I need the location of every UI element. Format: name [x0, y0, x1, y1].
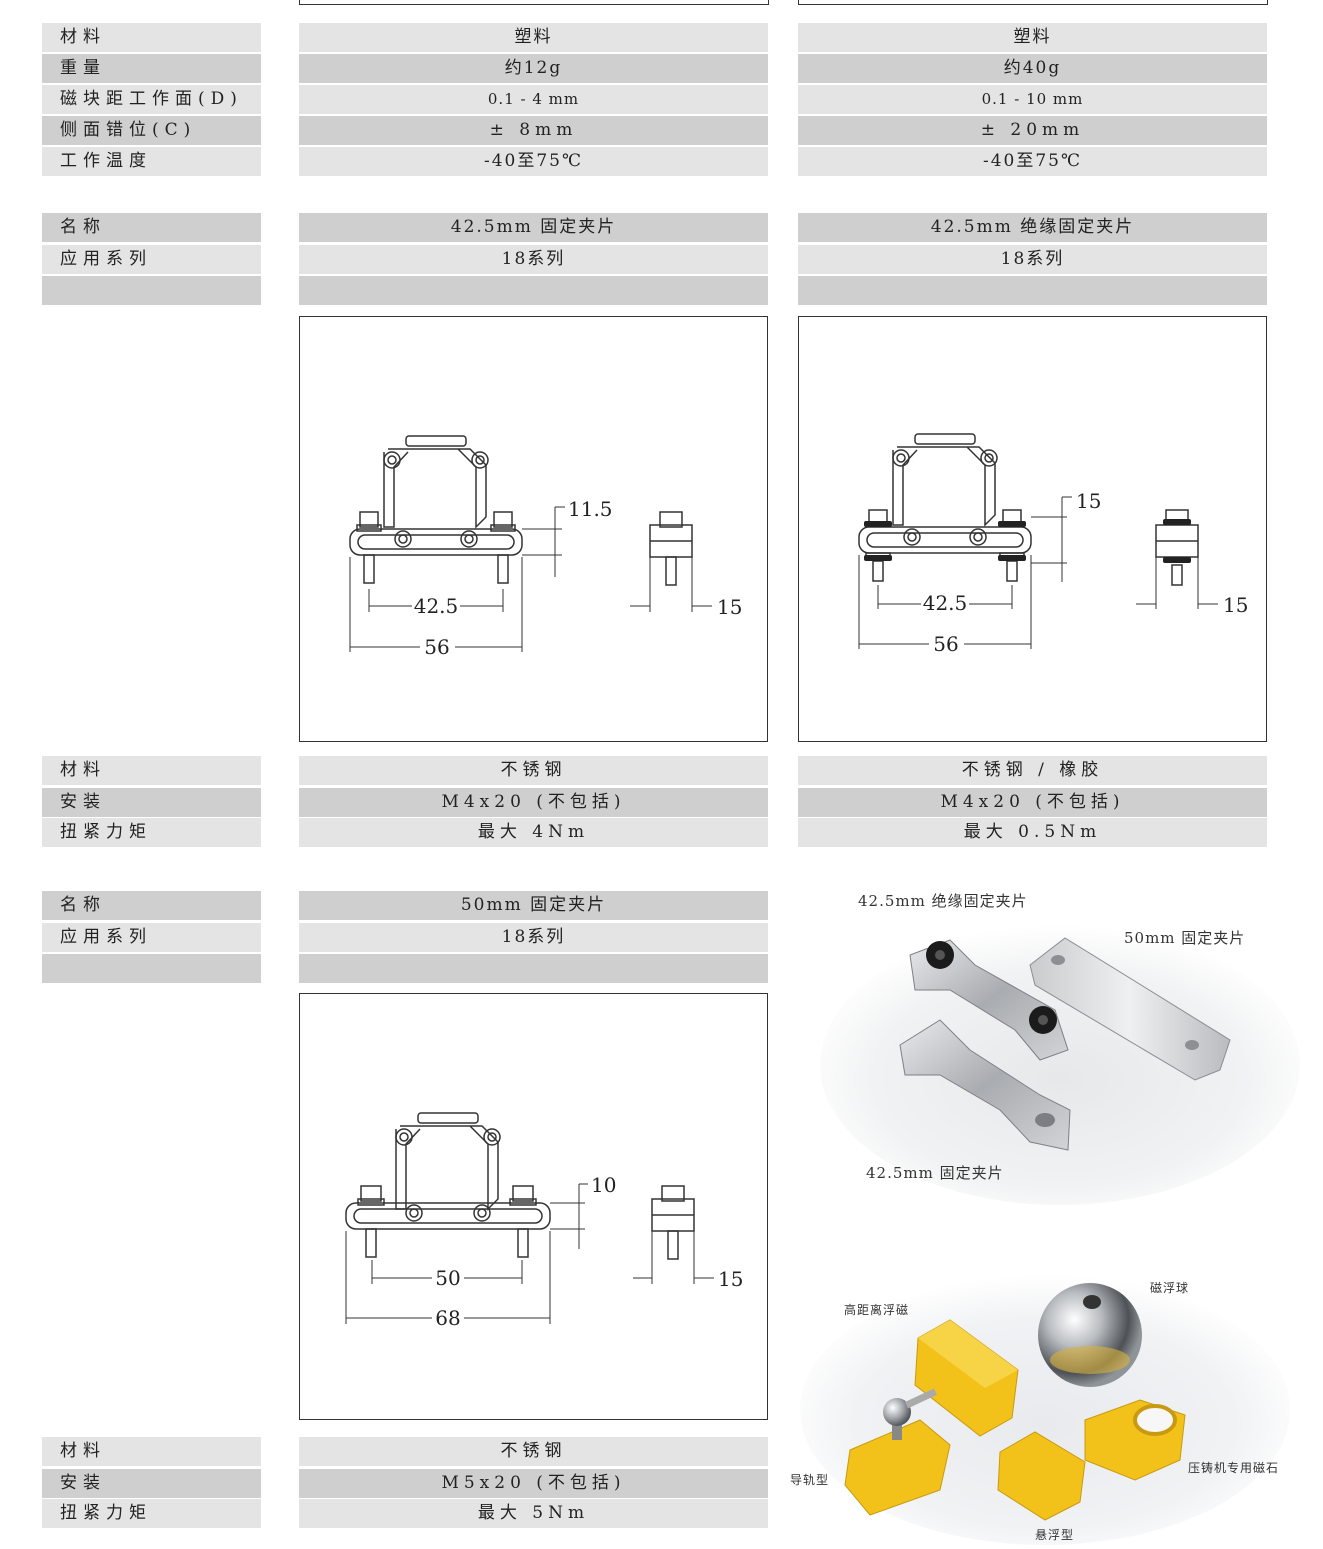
magnets-product-photo: 高距离浮磁 磁浮球 导轨型 压铸机专用磁石 悬浮型 — [790, 1240, 1300, 1545]
row-value: 不锈钢 — [299, 756, 768, 785]
dim-side: 15 — [717, 595, 742, 619]
row-label: 安装 — [42, 1469, 261, 1498]
row-label: 材料 — [42, 23, 261, 52]
row-value: -40至75℃ — [798, 147, 1267, 176]
empty-row — [42, 276, 261, 305]
row-label: 应用系列 — [42, 923, 261, 952]
row-value: -40至75℃ — [299, 147, 768, 176]
dim-side: 15 — [718, 1267, 743, 1291]
row-label: 扭紧力矩 — [42, 818, 261, 847]
caption-42mm-clip: 42.5mm 固定夹片 — [866, 1164, 1004, 1182]
row-label: 磁块距工作面(D) — [42, 85, 261, 114]
row-label: 侧面错位(C) — [42, 116, 261, 145]
row-value: 约12g — [299, 54, 768, 83]
row-value: 塑料 — [798, 23, 1267, 52]
dim-inner: 42.5 — [923, 591, 968, 615]
clips-product-photo: 42.5mm 绝缘固定夹片 50mm 固定夹片 42.5mm 固定夹片 — [800, 880, 1300, 1210]
caption-die-cast: 压铸机专用磁石 — [1188, 1461, 1280, 1475]
row-label: 名称 — [42, 213, 261, 242]
dim-side: 15 — [1223, 593, 1248, 617]
product-name: 42.5mm 绝缘固定夹片 — [798, 213, 1267, 242]
caption-50mm-clip: 50mm 固定夹片 — [1124, 929, 1246, 947]
dim-height: 10 — [591, 1173, 616, 1197]
row-value: 最大 5Nm — [299, 1499, 768, 1528]
row-value: 塑料 — [299, 23, 768, 52]
row-label: 扭紧力矩 — [42, 1499, 261, 1528]
previous-drawing-frame — [798, 0, 1268, 5]
row-value: 最大 4Nm — [299, 818, 768, 847]
row-value: 0.1 - 4 mm — [299, 85, 768, 114]
row-value: 不锈钢 / 橡胶 — [798, 756, 1267, 785]
row-label: 名称 — [42, 891, 261, 920]
row-label: 工作温度 — [42, 147, 261, 176]
row-label: 材料 — [42, 756, 261, 785]
row-value: 0.1 - 10 mm — [798, 85, 1267, 114]
caption-high-distance: 高距离浮磁 — [844, 1303, 910, 1317]
series-value: 18系列 — [299, 923, 768, 952]
row-value: M5x20 (不包括) — [299, 1469, 768, 1498]
row-value: ± 20mm — [798, 116, 1267, 145]
row-label: 重量 — [42, 54, 261, 83]
empty-row — [798, 276, 1267, 305]
dim-inner: 42.5 — [414, 594, 459, 618]
dim-outer: 56 — [933, 632, 958, 656]
row-value: M4x20 (不包括) — [299, 788, 768, 817]
product-name: 50mm 固定夹片 — [299, 891, 768, 920]
caption-ball: 磁浮球 — [1150, 1281, 1190, 1295]
dim-outer: 56 — [424, 635, 449, 659]
previous-drawing-frame — [299, 0, 769, 5]
caption-suspended: 悬浮型 — [1035, 1528, 1075, 1542]
row-label: 材料 — [42, 1437, 261, 1466]
technical-drawing-42-clip: 11.5 42.5 56 15 — [299, 316, 768, 742]
row-label: 安装 — [42, 788, 261, 817]
empty-row — [299, 276, 768, 305]
dim-height: 11.5 — [568, 497, 613, 521]
row-value: ± 8mm — [299, 116, 768, 145]
caption-insulated-clip: 42.5mm 绝缘固定夹片 — [858, 892, 1028, 910]
caption-rail: 导轨型 — [790, 1473, 830, 1487]
dim-height: 15 — [1076, 489, 1101, 513]
row-value: 不锈钢 — [299, 1437, 768, 1466]
series-value: 18系列 — [299, 245, 768, 274]
technical-drawing-50-clip: 10 50 68 15 — [299, 993, 768, 1420]
product-name: 42.5mm 固定夹片 — [299, 213, 768, 242]
dim-outer: 68 — [435, 1306, 460, 1330]
row-value: 约40g — [798, 54, 1267, 83]
dim-inner: 50 — [435, 1266, 460, 1290]
technical-drawing-42-insulated-clip: 15 42.5 56 15 — [798, 316, 1267, 742]
row-value: M4x20 (不包括) — [798, 788, 1267, 817]
row-value: 最大 0.5Nm — [798, 818, 1267, 847]
empty-row — [42, 954, 261, 983]
series-value: 18系列 — [798, 245, 1267, 274]
empty-row — [299, 954, 768, 983]
row-label: 应用系列 — [42, 245, 261, 274]
